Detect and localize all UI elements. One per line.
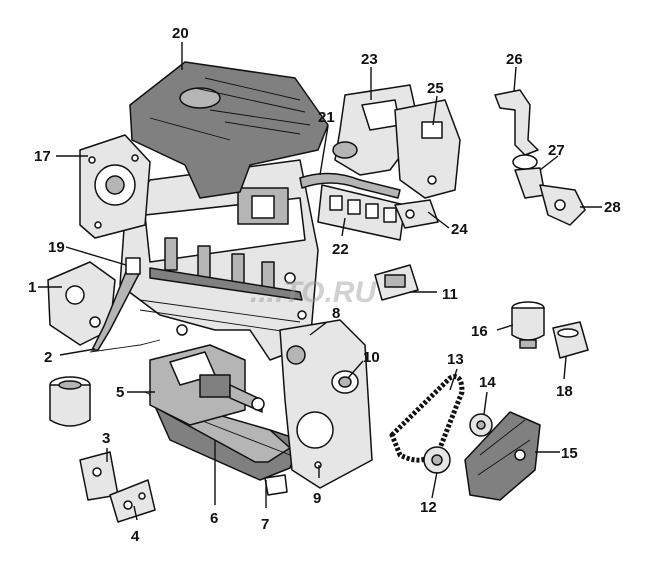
- fuel-filter-bracket: [552, 321, 589, 359]
- callout-26: 26: [506, 51, 523, 68]
- breather-pipe: [299, 172, 401, 199]
- callout-6: 6: [210, 510, 218, 527]
- exhaust-gasket: [394, 199, 439, 229]
- egr-valve: [512, 154, 546, 199]
- callout-21: 21: [318, 109, 335, 126]
- fuel-filter: [511, 301, 545, 349]
- watermark-text: ....TO.RU: [250, 276, 377, 309]
- engine-block: [119, 159, 319, 361]
- callout-28: 28: [604, 199, 621, 216]
- engine-top-cover: [129, 61, 329, 199]
- callout-4: 4: [131, 528, 140, 545]
- small-cover: [374, 264, 419, 301]
- callout-22: 22: [332, 241, 349, 258]
- rear-timing-plate: [79, 134, 151, 239]
- callout-3: 3: [102, 430, 110, 447]
- callout-20: 20: [172, 25, 189, 42]
- callout-27: 27: [548, 142, 565, 159]
- timing-belt-cover: [464, 411, 541, 501]
- callout-5: 5: [116, 384, 124, 401]
- oil-filter-bracket: [47, 261, 116, 346]
- egr-housing: [539, 184, 586, 226]
- callout-10: 10: [363, 349, 380, 366]
- oil-filter: [49, 376, 91, 427]
- timing-cover: [279, 319, 373, 489]
- fuel-injection-pump: [149, 344, 265, 426]
- callout-25: 25: [427, 80, 444, 97]
- callout-16: 16: [471, 323, 488, 340]
- engine-bracket-3: [79, 451, 119, 501]
- callout-2: 2: [44, 349, 52, 366]
- callout-11: 11: [442, 286, 458, 303]
- dipstick-tube: [91, 257, 141, 351]
- callout-13: 13: [447, 351, 464, 368]
- callout-23: 23: [361, 51, 378, 68]
- idler-pulley: [469, 413, 493, 437]
- callout-1: 1: [28, 279, 36, 296]
- callout-17-18: 18: [556, 383, 573, 400]
- oil-seal: [331, 370, 359, 394]
- callout-8: 8: [332, 305, 340, 322]
- callout-7: 7: [261, 516, 269, 533]
- callout-15: 15: [561, 445, 578, 462]
- tensioner-pulley: [423, 446, 451, 474]
- callout-14: 14: [479, 374, 496, 391]
- callout-17: 17: [34, 148, 51, 165]
- timing-belt: [389, 374, 465, 463]
- heat-shield: [394, 99, 461, 199]
- callout-12: 12: [420, 499, 437, 516]
- callout-labels: 1 2 3 4 5 6 7 8 9 10 11 12 13 14 15 16 1…: [28, 25, 621, 545]
- callout-9: 9: [313, 490, 321, 507]
- engine-bracket-4: [109, 479, 156, 523]
- callout-24: 24: [451, 221, 468, 238]
- egr-pipe: [494, 89, 539, 156]
- callout-19: 19: [48, 239, 65, 256]
- oil-hose: [89, 339, 161, 353]
- manifold-gasket: [317, 184, 406, 241]
- leader-lines: [38, 42, 602, 521]
